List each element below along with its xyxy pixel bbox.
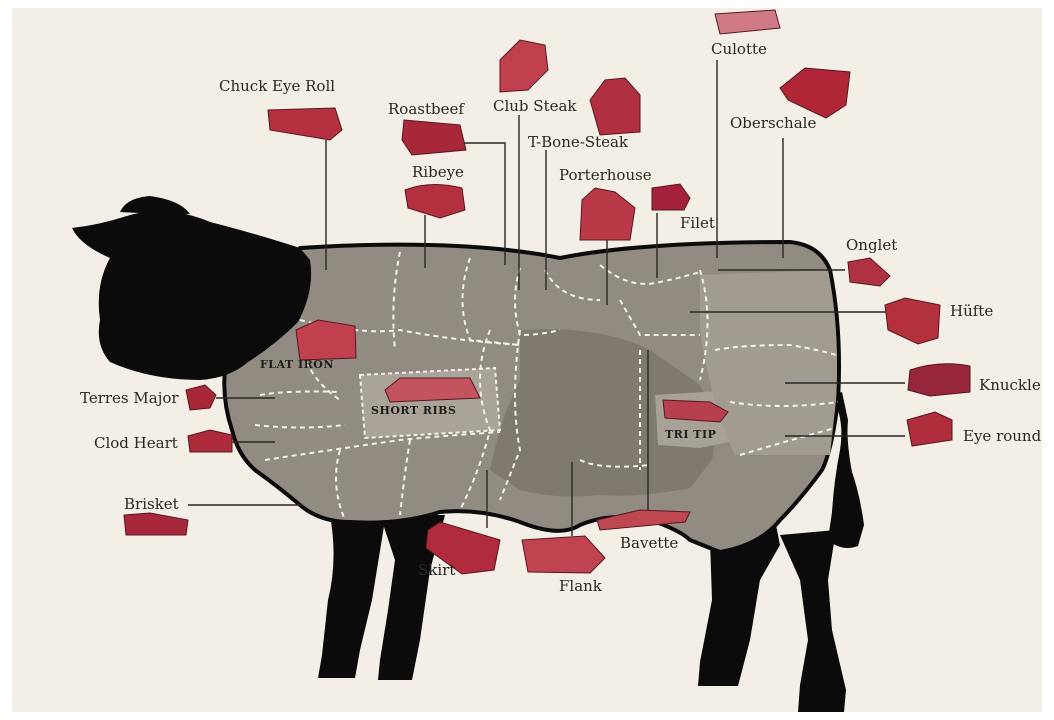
label-brisket: Brisket	[124, 495, 179, 513]
ear	[120, 196, 190, 214]
label-ribeye: Ribeye	[412, 163, 464, 181]
roastbeef-meat	[402, 120, 466, 155]
label-skirt: Skirt	[418, 561, 455, 579]
oberschale-meat	[780, 68, 850, 118]
huefte-meat	[885, 298, 940, 344]
label-porterhouse: Porterhouse	[559, 166, 652, 184]
label-clod-heart: Clod Heart	[94, 434, 178, 452]
label-t-bone-steak: T-Bone-Steak	[528, 133, 628, 151]
flank-meat	[522, 536, 605, 573]
terres-major-meat	[186, 385, 216, 410]
ribeye-meat	[405, 184, 465, 218]
culotte-meat	[715, 10, 780, 34]
label-tri-tip: TRI TIP	[665, 428, 716, 441]
label-oberschale: Oberschale	[730, 114, 816, 132]
filet-meat	[652, 184, 690, 210]
label-knuckle: Knuckle	[979, 376, 1041, 394]
chuck-eye-roll-meat	[268, 108, 342, 140]
label-short-ribs: SHORT RIBS	[371, 404, 456, 417]
label-flank: Flank	[559, 577, 602, 595]
knuckle-meat	[908, 364, 970, 396]
label-culotte: Culotte	[711, 40, 767, 58]
label-eye-round: Eye round	[963, 427, 1041, 445]
porterhouse-meat	[580, 188, 635, 240]
label-onglet: Onglet	[846, 236, 897, 254]
club-steak-meat	[500, 40, 548, 92]
label-bavette: Bavette	[620, 534, 678, 552]
short-ribs-meat	[385, 378, 480, 402]
label-terres-major: Terres Major	[80, 389, 179, 407]
brisket-meat	[124, 513, 188, 535]
label-chuck-eye-roll: Chuck Eye Roll	[219, 77, 335, 95]
label-flat-iron: FLAT IRON	[260, 358, 334, 371]
eye-round-meat	[907, 412, 952, 446]
clod-heart-meat	[188, 430, 232, 452]
flat-iron-meat	[296, 320, 356, 360]
onglet-meat	[848, 258, 890, 286]
label-huefte: Hüfte	[950, 302, 993, 320]
label-roastbeef: Roastbeef	[388, 100, 464, 118]
t-bone-meat	[590, 78, 640, 135]
label-club-steak: Club Steak	[493, 97, 577, 115]
label-filet: Filet	[680, 214, 715, 232]
